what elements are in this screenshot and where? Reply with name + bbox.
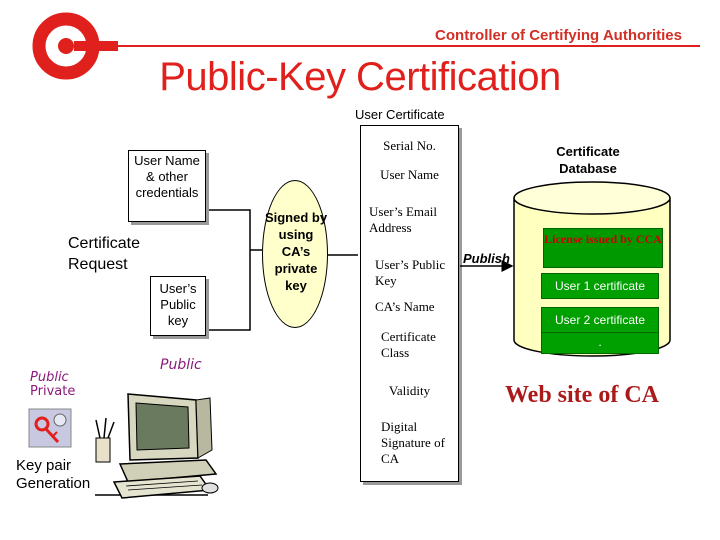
certificate-request-label: Certificate Request xyxy=(68,235,141,273)
user-certificate-card: Serial No. User Name User’s Email Addres… xyxy=(360,125,459,482)
cca-logo-icon xyxy=(32,12,118,80)
website-label: Web site of CA xyxy=(505,382,659,408)
cert1-text: User 1 certificate xyxy=(554,279,646,293)
header: Controller of Certifying Authorities Pub… xyxy=(0,0,720,110)
publish-label: Publish xyxy=(463,251,510,266)
org-name: Controller of Certifying Authorities xyxy=(435,27,682,44)
field-validity: Validity xyxy=(388,383,431,398)
public-key-box: User’s Public key xyxy=(150,276,206,336)
cert3-box: . xyxy=(541,332,659,354)
header-rule xyxy=(118,45,700,47)
license-text: License issued by CCA xyxy=(544,232,662,246)
key-public-label: Public xyxy=(30,370,69,385)
cert2-text: User 2 certificate xyxy=(554,313,646,327)
license-box: License issued by CCA xyxy=(543,228,663,268)
signing-text: Signed by using CA’s private key xyxy=(264,210,328,293)
database-label: Certificate Database xyxy=(556,144,620,176)
cert1-box: User 1 certificate xyxy=(541,273,659,299)
cert3-dot: . xyxy=(598,335,602,349)
public-label: Public xyxy=(160,357,202,373)
keypair-generation-label: Key pair Generation xyxy=(16,457,91,492)
field-serial-no: Serial No. xyxy=(383,138,436,153)
field-certificate-class: Certificate Class xyxy=(381,329,436,360)
field-ca-name: CA’s Name xyxy=(375,299,435,314)
computer-icon xyxy=(95,393,219,499)
user-certificate-heading: User Certificate xyxy=(355,107,445,122)
field-user-email: User’s Email Address xyxy=(369,204,437,235)
key-private-label: Private xyxy=(30,384,76,399)
field-digital-signature: Digital Signature of CA xyxy=(381,419,445,466)
page-title: Public-Key Certification xyxy=(159,55,561,99)
field-user-public-key: User’s Public Key xyxy=(375,257,446,288)
credentials-box: User Name & other credentials xyxy=(128,150,206,222)
key-icon xyxy=(28,408,72,448)
signing-oval: Signed by using CA’s private key xyxy=(262,180,328,328)
field-user-name: User Name xyxy=(380,167,439,182)
cert2-box: User 2 certificate xyxy=(541,307,659,333)
